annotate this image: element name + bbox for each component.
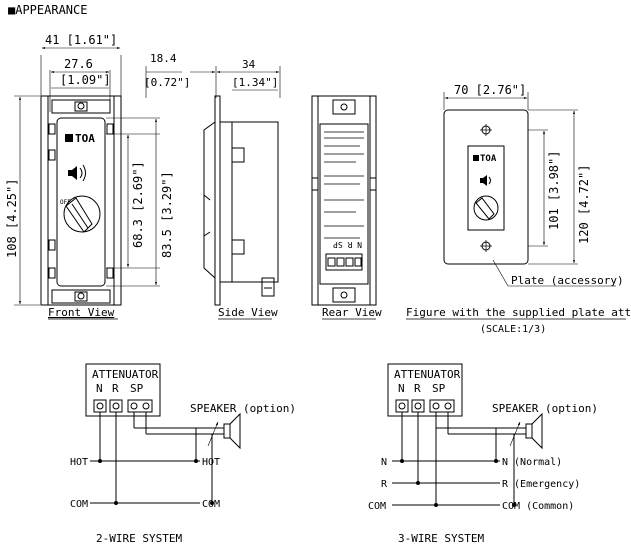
wire3-r-right: R (Emergency) bbox=[502, 479, 580, 490]
wire3-term-r: R bbox=[414, 382, 421, 395]
section-heading: ■APPEARANCE bbox=[8, 3, 87, 17]
dim-front-inner-mm: 27.6 bbox=[64, 57, 93, 71]
wire3-n-right: N (Normal) bbox=[502, 457, 562, 468]
rear-view: N R SP Rear View bbox=[311, 95, 382, 320]
wiring-2-wire: ATTENUATOR N R SP SPEAKER (option) HOT H… bbox=[70, 363, 296, 544]
plate-callout: Plate (accessory) bbox=[511, 274, 624, 287]
wire3-n-left: N bbox=[381, 457, 387, 468]
plate-toa-logo-icon bbox=[473, 155, 479, 161]
plate-speaker-icon bbox=[480, 175, 491, 186]
side-view: 18.4 [0.72"] 34 [1.34"] Side View bbox=[144, 52, 281, 320]
wire3-box-title: ATTENUATOR bbox=[394, 368, 461, 381]
dim-plate-width: 70 [2.76"] bbox=[454, 83, 526, 97]
knob-off-label: OFF bbox=[60, 199, 71, 206]
dim-side-34-mm: 34 bbox=[242, 58, 256, 71]
dim-side-depth-in: [0.72"] bbox=[144, 76, 190, 89]
rear-terminal-labels: N R SP bbox=[333, 240, 362, 249]
wire3-term-n: N bbox=[398, 382, 405, 395]
wire2-term-sp: SP bbox=[130, 382, 144, 395]
wire2-term-n: N bbox=[96, 382, 103, 395]
front-brand: TOA bbox=[75, 132, 95, 145]
wire3-speaker-icon bbox=[525, 412, 543, 450]
wire2-term-r: R bbox=[112, 382, 119, 395]
dim-front-83: 83.5 [3.29"] bbox=[160, 171, 174, 258]
caption-scale: (SCALE:1/3) bbox=[480, 324, 546, 335]
wire2-title: 2-WIRE SYSTEM bbox=[96, 532, 182, 544]
caption-plate: Figure with the supplied plate attached bbox=[406, 306, 631, 319]
dim-front-width: 41 [1.61"] bbox=[45, 33, 117, 47]
plate-knob bbox=[473, 195, 499, 221]
wire2-speaker-label: SPEAKER (option) bbox=[190, 402, 296, 415]
caption-front: Front View bbox=[48, 306, 115, 319]
toa-logo-icon bbox=[65, 134, 73, 142]
wire3-term-sp: SP bbox=[432, 382, 446, 395]
wire3-title: 3-WIRE SYSTEM bbox=[398, 532, 484, 544]
dim-front-68: 68.3 [2.69"] bbox=[131, 161, 145, 248]
plate-view: 70 [2.76"] TOA 101 [3.98"] 120 [4.72"] P… bbox=[406, 83, 631, 335]
caption-rear: Rear View bbox=[322, 306, 382, 319]
dim-front-height: 108 [4.25"] bbox=[5, 179, 19, 258]
wire3-speaker-label: SPEAKER (option) bbox=[492, 402, 598, 415]
dim-plate-101: 101 [3.98"] bbox=[547, 151, 561, 230]
wire2-box-title: ATTENUATOR bbox=[92, 368, 159, 381]
plate-brand: TOA bbox=[480, 154, 497, 164]
wire3-com-right: COM (Common) bbox=[502, 501, 574, 512]
wire2-com-left: COM bbox=[70, 499, 88, 510]
wire3-com-left: COM bbox=[368, 501, 386, 512]
dim-side-depth-mm: 18.4 bbox=[150, 52, 177, 65]
wire2-com-right: COM bbox=[202, 499, 220, 510]
wire2-speaker-icon bbox=[223, 412, 241, 450]
wire2-hot-right: HOT bbox=[202, 457, 220, 468]
dim-front-inner-in: [1.09"] bbox=[60, 73, 111, 87]
dim-plate-120: 120 [4.72"] bbox=[577, 165, 591, 244]
front-view: 41 [1.61"] 27.6 [1.09"] 108 [4.25"] TOA bbox=[5, 33, 174, 320]
wire3-r-left: R bbox=[381, 479, 388, 490]
volume-knob: OFF bbox=[60, 195, 101, 233]
caption-side: Side View bbox=[218, 306, 278, 319]
speaker-volume-icon bbox=[68, 164, 86, 182]
wire2-hot-left: HOT bbox=[70, 457, 88, 468]
wiring-3-wire: ATTENUATOR N R SP SPEAKER (option) N N (… bbox=[368, 363, 598, 544]
dim-side-34-in: [1.34"] bbox=[232, 76, 278, 89]
